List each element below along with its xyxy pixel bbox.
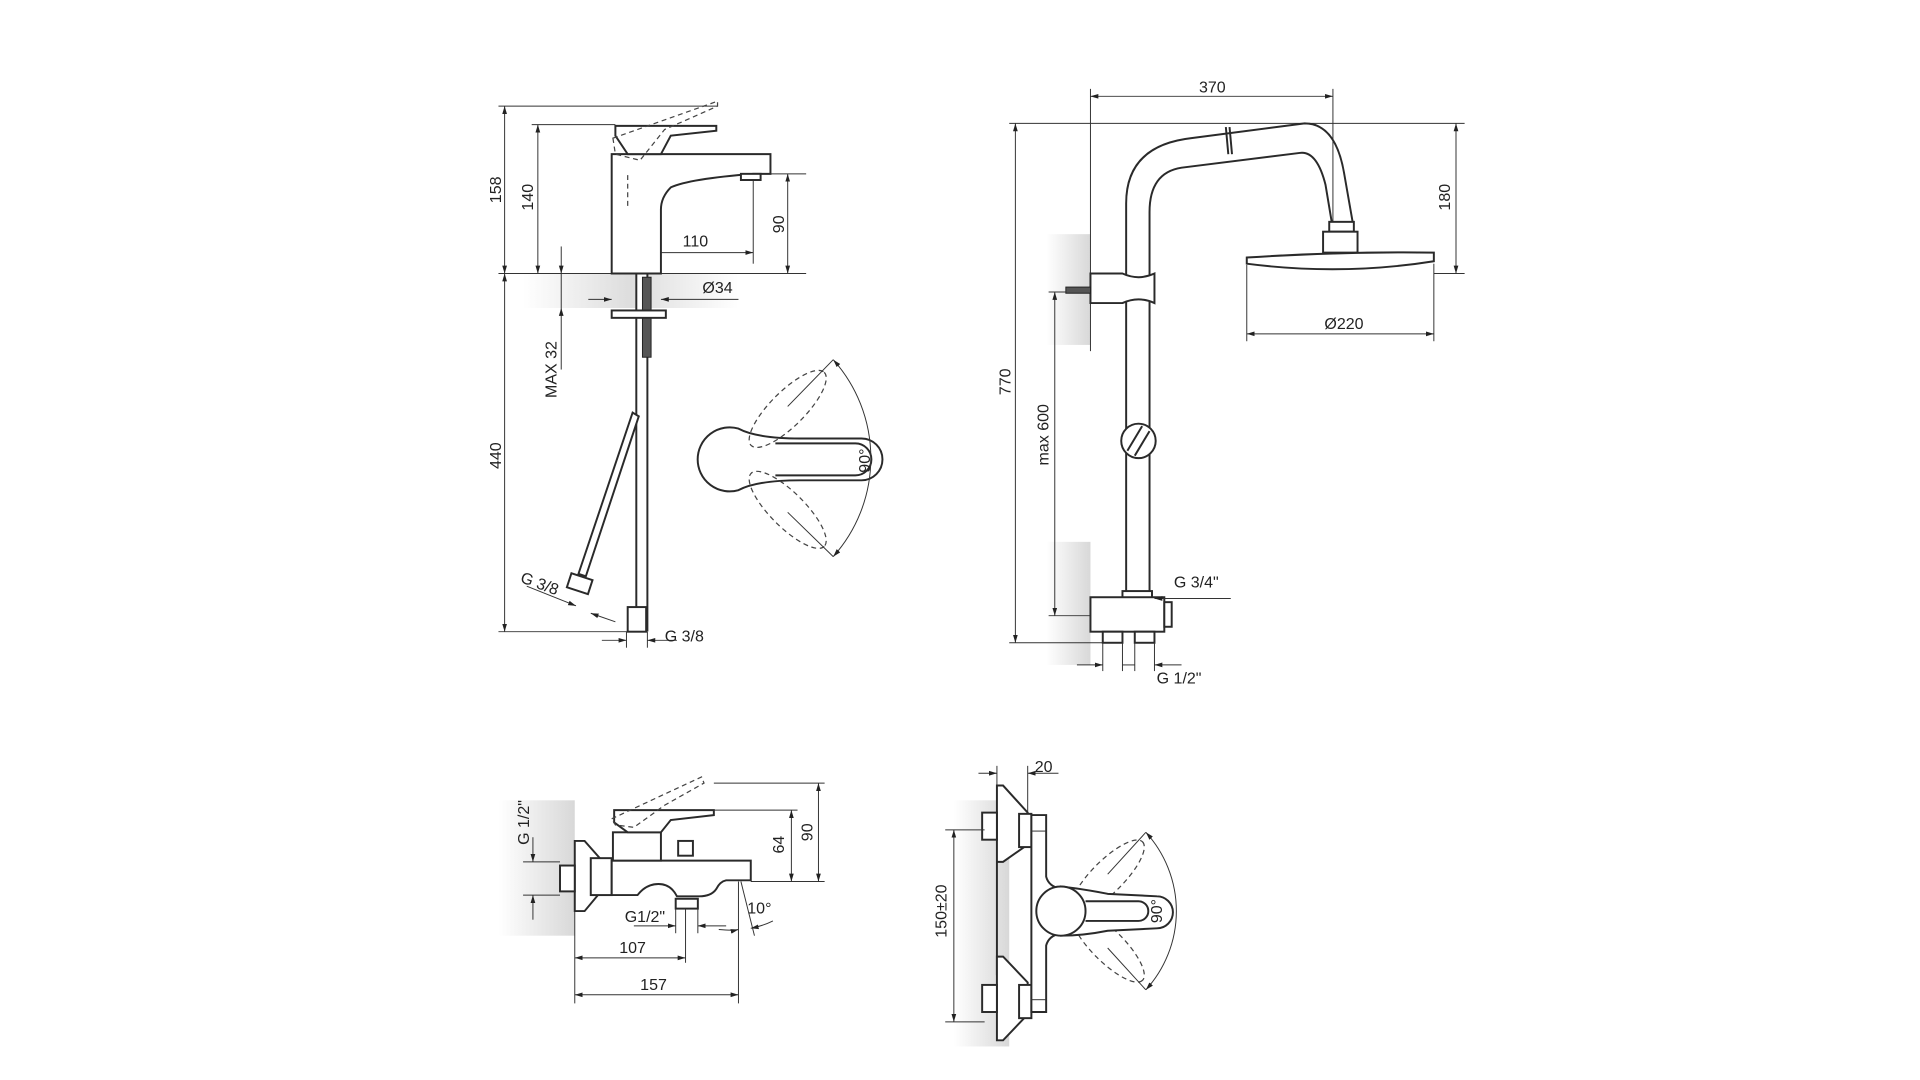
dim-label-440: 440 bbox=[488, 442, 505, 469]
dim-label-107: 107 bbox=[619, 940, 646, 957]
basin-lever-angle-label: 90° bbox=[857, 449, 874, 473]
dim-label-770: 770 bbox=[997, 368, 1014, 395]
dim-label-150-20: 150±20 bbox=[933, 884, 950, 937]
dim-label-20: 20 bbox=[1035, 759, 1053, 776]
dim-label-90: 90 bbox=[799, 823, 816, 841]
dim-label-diameter-34: Ø34 bbox=[702, 280, 732, 297]
dim-label-140: 140 bbox=[520, 184, 537, 211]
hose-connection-label: G 3/8 bbox=[518, 570, 561, 599]
bath-outlet bbox=[674, 897, 699, 910]
dim-label-90: 90 bbox=[771, 215, 788, 233]
dim-label-max-32: MAX 32 bbox=[543, 341, 560, 398]
shower-mixer-front-drawing: 90° 20 150±20 bbox=[933, 759, 1177, 1047]
column-connection-label: G 3/4" bbox=[1174, 574, 1219, 591]
bath-mixer-drawing: G 1/2" 64 90 G1/2" 107 157 10° bbox=[498, 776, 825, 1004]
shower-mixer-handle bbox=[1035, 885, 1087, 937]
wall-bracket bbox=[1089, 272, 1156, 305]
diverter-knob bbox=[677, 839, 694, 857]
dim-label-370: 370 bbox=[1199, 80, 1226, 97]
bath-mixer-body bbox=[610, 859, 752, 898]
countertop-shading bbox=[523, 273, 739, 308]
dim-label-180: 180 bbox=[1437, 184, 1454, 211]
dim-label-157: 157 bbox=[640, 977, 667, 994]
shower-column-drawing: 370 770 180 Ø220 max 600 bbox=[997, 80, 1465, 687]
basin-lever-rotation-view: 90° bbox=[696, 359, 884, 557]
dim-label-max-600: max 600 bbox=[1036, 404, 1053, 465]
dim-label-64: 64 bbox=[771, 836, 788, 854]
outlet-connection-label: G1/2" bbox=[625, 909, 665, 926]
shower-pipe bbox=[1125, 122, 1354, 594]
spout-angle-label: 10° bbox=[747, 901, 771, 918]
rod-connection-label: G 3/8 bbox=[665, 629, 704, 646]
basin-mixer-drawing: 158 140 90 110 Ø34 MAX 32 440 G bbox=[488, 100, 807, 648]
shower-mixer-body bbox=[1089, 596, 1166, 633]
shower-lever-angle-label: 90° bbox=[1149, 899, 1166, 923]
faucet-lever bbox=[614, 124, 718, 156]
wall-connection-label: G 1/2" bbox=[516, 800, 533, 845]
inlet-connection-label: G 1/2" bbox=[1157, 670, 1202, 687]
slider-knob bbox=[1120, 422, 1157, 460]
dim-label-110: 110 bbox=[683, 233, 709, 250]
dim-label-diameter-220: Ø220 bbox=[1324, 316, 1363, 333]
dim-label-158: 158 bbox=[488, 176, 505, 203]
shower-head bbox=[1245, 251, 1435, 271]
fixing-washer bbox=[610, 309, 667, 319]
faucet-body bbox=[610, 153, 772, 275]
flexible-hose bbox=[577, 411, 640, 578]
